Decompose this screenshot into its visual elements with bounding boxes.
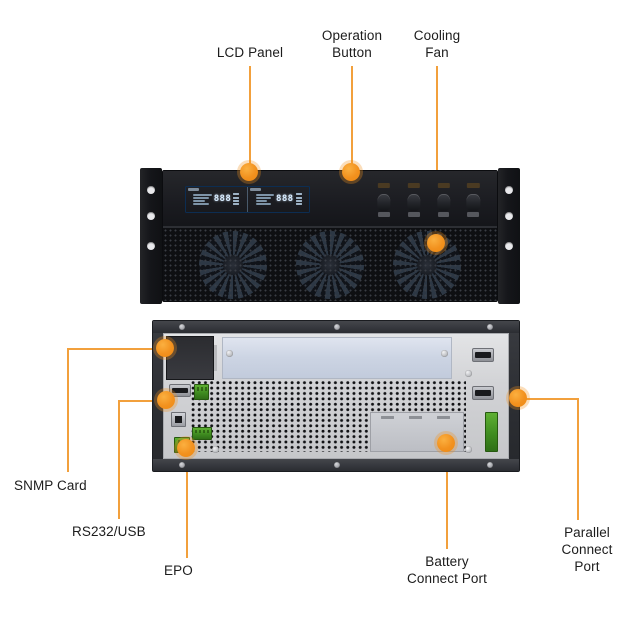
usb-port[interactable]	[171, 412, 186, 427]
leader-line-rs232-usb-h	[118, 400, 166, 402]
callout-dot-rs232-usb[interactable]	[157, 391, 175, 409]
leader-line-parallel-connect-port-h	[518, 398, 578, 400]
callout-label-battery-connect-port: Battery Connect Port	[407, 554, 487, 586]
rack-ear-hole	[147, 242, 155, 250]
button-legend	[467, 212, 480, 218]
chassis-screw	[487, 462, 493, 468]
callout-dot-epo[interactable]	[177, 439, 195, 457]
status-led-icon	[437, 182, 450, 188]
callout-dot-parallel-connect-port[interactable]	[509, 389, 527, 407]
rear-rail-top	[153, 321, 519, 333]
leader-line-operation-button	[351, 66, 353, 168]
panel-screw	[212, 446, 219, 453]
operation-button-4[interactable]	[465, 181, 482, 218]
parallel-connect-port-2[interactable]	[472, 386, 494, 400]
lcd-status-tag	[250, 187, 262, 191]
callout-dot-lcd-panel[interactable]	[240, 163, 258, 181]
callout-label-snmp-card: SNMP Card	[14, 478, 87, 493]
button-legend	[437, 212, 450, 218]
lcd-digits-left: 888	[213, 194, 232, 205]
callout-dot-snmp-card[interactable]	[156, 339, 174, 357]
rack-ear-hole	[147, 186, 155, 194]
leader-line-snmp-card-v	[67, 348, 69, 472]
terminal-block-epo[interactable]	[192, 427, 212, 440]
rear-rail-bottom	[153, 459, 519, 471]
lcd-icon-group	[193, 193, 212, 205]
callout-label-operation-button: Operation Button	[321, 28, 383, 60]
status-led-icon	[377, 182, 390, 188]
rack-ear-left	[140, 168, 162, 304]
perforated-mesh	[163, 228, 497, 301]
rear-panel-plate	[163, 333, 509, 459]
leader-line-epo	[186, 448, 188, 558]
push-button[interactable]	[376, 194, 391, 212]
rack-ear-hole	[147, 212, 155, 220]
rs232-serial-port[interactable]	[169, 384, 191, 397]
callout-label-parallel-connect-port: Parallel Connect Port	[561, 525, 613, 574]
leader-line-rs232-usb-v	[118, 400, 120, 519]
push-button[interactable]	[436, 194, 451, 212]
lcd-bargraph-left	[233, 193, 240, 206]
front-chassis: 888 888	[162, 170, 498, 302]
callout-label-cooling-fan: Cooling Fan	[413, 28, 461, 60]
push-button[interactable]	[466, 194, 481, 212]
top-vent-panel	[222, 337, 452, 379]
chassis-screw	[487, 324, 493, 330]
chassis-screw	[179, 462, 185, 468]
rear-chassis	[152, 320, 520, 472]
operation-button-3[interactable]	[435, 181, 452, 218]
rack-ear-hole	[505, 212, 513, 220]
rack-ear-right	[498, 168, 520, 304]
button-legend	[407, 212, 420, 218]
callout-dot-cooling-fan[interactable]	[427, 234, 445, 252]
leader-line-snmp-card-h	[67, 348, 165, 350]
fan-grille	[163, 226, 497, 301]
button-legend	[377, 212, 390, 218]
push-button[interactable]	[406, 194, 421, 212]
panel-screw	[226, 350, 233, 357]
chassis-screw	[334, 324, 340, 330]
lcd-digits-right: 888	[276, 194, 294, 205]
lcd-status-tag	[188, 187, 200, 191]
leader-line-parallel-connect-port-v	[577, 398, 579, 520]
operation-button-group	[375, 181, 482, 218]
chassis-screw	[334, 462, 340, 468]
operation-button-2[interactable]	[405, 181, 422, 218]
terminal-block-dry-contact[interactable]	[194, 384, 209, 400]
lcd-readout-left: 888	[186, 187, 247, 212]
callout-label-epo: EPO	[164, 563, 193, 578]
callout-label-rs232-usb: RS232/USB	[72, 524, 146, 539]
leader-line-cooling-fan	[436, 66, 438, 240]
panel-screw	[465, 446, 472, 453]
chassis-screw	[179, 324, 185, 330]
ups-front-view: 888 888	[140, 168, 520, 304]
rack-ear-hole	[505, 186, 513, 194]
terminal-block-parallel[interactable]	[485, 412, 498, 452]
rack-ear-hole	[505, 242, 513, 250]
callout-dot-operation-button[interactable]	[342, 163, 360, 181]
callout-dot-battery-connect-port[interactable]	[437, 434, 455, 452]
parallel-connect-port-1[interactable]	[472, 348, 494, 362]
leader-line-lcd-panel	[249, 66, 251, 168]
lcd-panel[interactable]: 888 888	[184, 185, 311, 214]
ups-rear-view	[152, 320, 520, 472]
lcd-readout-right: 888	[247, 186, 309, 213]
panel-screw	[441, 350, 448, 357]
panel-screw	[465, 370, 472, 377]
status-led-icon	[407, 182, 420, 188]
status-led-icon	[467, 182, 480, 188]
lcd-bargraph-right	[295, 193, 302, 206]
callout-label-lcd-panel: LCD Panel	[216, 45, 284, 60]
operation-button-1[interactable]	[375, 181, 392, 218]
snmp-card-slot[interactable]	[166, 336, 217, 380]
leader-line-battery-connect-port	[446, 443, 448, 549]
lcd-icon-group	[255, 193, 275, 205]
front-control-area: 888 888	[163, 171, 497, 230]
